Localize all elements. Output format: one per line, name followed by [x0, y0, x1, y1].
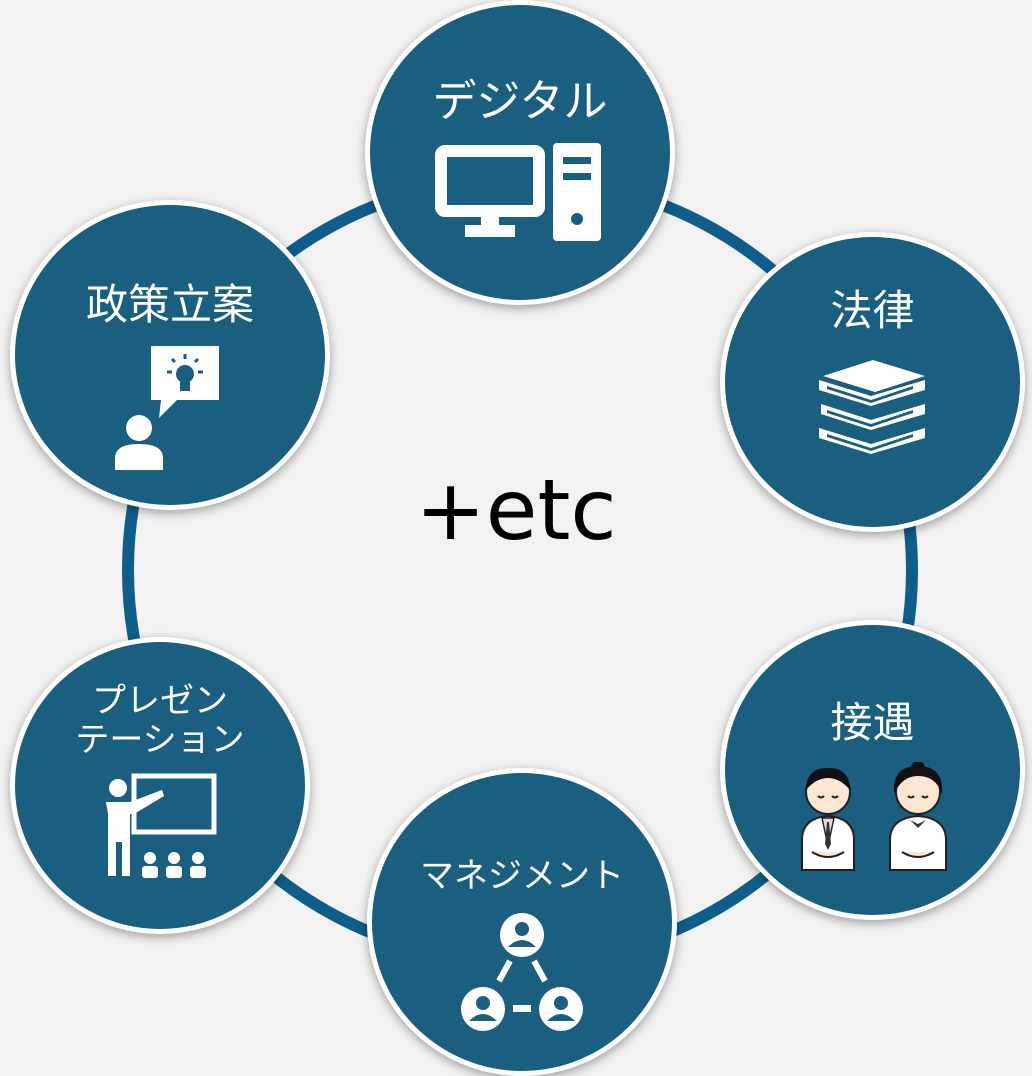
node-law-label: 法律 [830, 286, 915, 335]
presenter-icon [106, 773, 217, 879]
node-hospitality-label: 接遇 [830, 698, 915, 747]
node-presentation-label-line1: プレゼン [91, 681, 228, 721]
node-presentation: プレゼン テーション [10, 637, 310, 934]
node-law: 法律 [720, 232, 1025, 532]
books-icon [818, 360, 925, 454]
node-digital-label: デジタル [432, 76, 608, 127]
node-management: マネジメント [367, 768, 677, 1076]
computer-icon [435, 143, 601, 241]
center-etc-label: +etc [415, 461, 617, 559]
node-digital: デジタル [365, 0, 675, 305]
node-policy: 政策立案 [10, 200, 330, 510]
team-hierarchy-icon [461, 913, 583, 1031]
idea-speech-icon [115, 346, 219, 470]
node-management-label: マネジメント [420, 856, 624, 896]
node-hospitality: 接遇 [720, 620, 1025, 920]
node-presentation-label: プレゼン テーション [75, 681, 245, 761]
node-presentation-label-line2: テーション [75, 720, 245, 761]
node-policy-label: 政策立案 [85, 280, 254, 329]
bowing-staff-icon [800, 762, 947, 871]
